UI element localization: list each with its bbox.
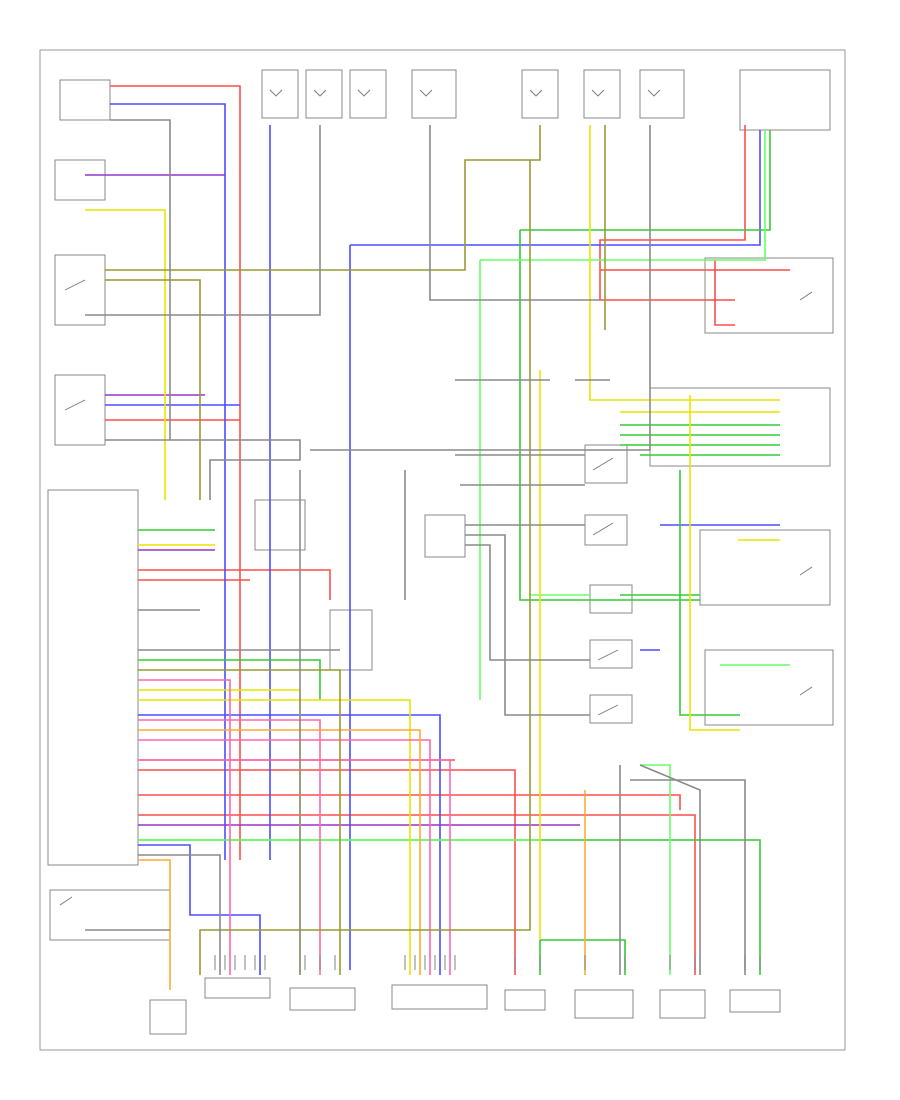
wire-green-5 — [519, 230, 700, 601]
mid-relay-2 — [584, 514, 628, 546]
wire-gray-2 — [85, 125, 321, 316]
pin-markers — [214, 955, 761, 970]
wire-lgreen-6 — [640, 764, 671, 975]
wire-pink-2 — [138, 739, 431, 975]
wire-yellow-2 — [589, 125, 780, 401]
left-sensor-1 — [59, 79, 111, 121]
wire-olive-2 — [105, 279, 201, 500]
right-connector-a — [649, 387, 831, 467]
wire-pink-1 — [138, 719, 321, 975]
mid-relay-4 — [589, 584, 633, 614]
bottom-connectors — [149, 977, 781, 1035]
bottom-connector-7 — [729, 989, 781, 1013]
wire-red-5 — [138, 814, 696, 975]
wire-gray-7 — [455, 454, 585, 486]
wire-green-2 — [138, 839, 761, 975]
wire-green-4 — [520, 130, 771, 231]
fuse-8 — [739, 69, 831, 131]
bottom-connector-1 — [204, 977, 271, 999]
mid-relay-5 — [589, 639, 633, 669]
fuse-5 — [521, 69, 559, 119]
wire-olive-3 — [138, 669, 341, 975]
bottom-connector-4 — [504, 989, 546, 1011]
under-connector — [49, 889, 171, 941]
wire-yellow-1 — [85, 209, 166, 500]
left-sensor-2 — [54, 159, 106, 201]
bottom-connector-5 — [574, 989, 634, 1019]
fuse-4 — [411, 69, 457, 119]
wire-olive-1 — [105, 125, 541, 271]
wire-pink-4 — [138, 679, 231, 975]
wire-blue-1 — [110, 103, 226, 860]
mid-relay-1 — [584, 444, 628, 484]
wire-gray-8 — [465, 524, 590, 716]
bottom-connector-2 — [289, 987, 356, 1011]
wire-gray-3 — [105, 439, 301, 500]
ecu-unit — [47, 489, 139, 866]
cyl-sensor-box — [149, 999, 187, 1035]
wire-olive-4 — [199, 160, 531, 975]
fuse-7 — [639, 69, 685, 119]
fuse-2 — [305, 69, 343, 119]
wire-red-9 — [714, 260, 735, 326]
mid-relay-6 — [589, 694, 633, 724]
wire-green-8 — [679, 470, 740, 716]
wire-yellow-6 — [138, 699, 411, 975]
wire-gray-1 — [110, 119, 171, 440]
wire-green-3 — [138, 659, 321, 700]
wire-green-6 — [540, 939, 626, 975]
wire-blue-3 — [138, 714, 441, 975]
wire-gray-17 — [138, 854, 221, 975]
wire-orange-1 — [138, 859, 171, 990]
diagram-frame — [39, 49, 846, 1051]
wire-pink-3 — [138, 759, 451, 975]
wire-gray-14 — [619, 764, 701, 975]
wires — [85, 85, 790, 990]
wire-red-4 — [138, 794, 681, 810]
fuse-3 — [349, 69, 387, 119]
bottom-connector-3 — [391, 984, 488, 1010]
mid-unit-2 — [254, 499, 306, 551]
wire-lgreen-1 — [480, 130, 766, 261]
wire-yellow-8 — [689, 395, 740, 731]
right-connector-b — [699, 529, 831, 606]
wire-red-1 — [110, 85, 241, 860]
mid-unit-1 — [329, 609, 373, 671]
wire-gray-15 — [630, 779, 746, 975]
fuse-1 — [261, 69, 299, 119]
bottom-connector-6 — [659, 989, 706, 1019]
wire-red-2 — [138, 569, 331, 600]
wire-gray-5 — [429, 125, 600, 301]
fuse-row — [261, 69, 831, 131]
wire-orange-3 — [138, 729, 421, 975]
wire-gray-4 — [310, 125, 651, 451]
wire-red-7 — [599, 125, 746, 301]
wire-blue-5 — [350, 130, 761, 246]
mid-relay-3 — [424, 514, 466, 558]
right-switch-2 — [704, 649, 834, 726]
left-switch-2 — [54, 374, 106, 446]
wire-blue-6 — [138, 844, 261, 975]
wire-red-6 — [138, 769, 516, 975]
left-switch-1 — [54, 254, 106, 326]
wire-gray-9 — [465, 544, 590, 661]
fuse-6 — [583, 69, 621, 119]
